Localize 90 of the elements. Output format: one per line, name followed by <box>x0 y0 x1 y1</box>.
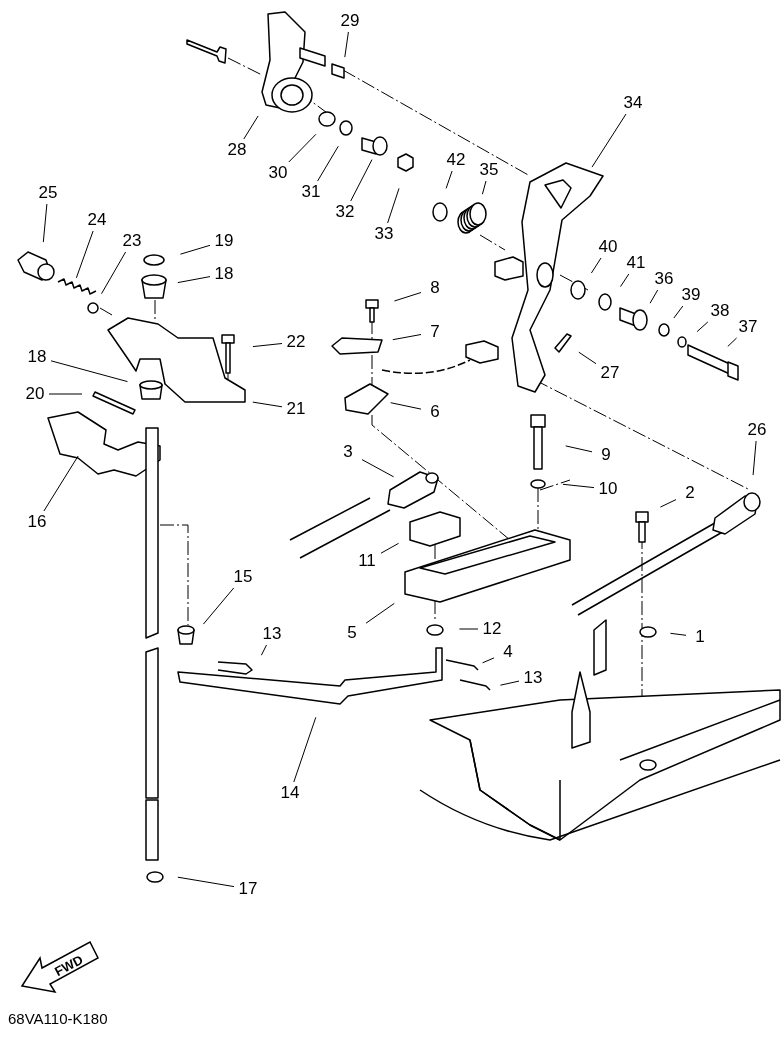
callout-number: 4 <box>496 643 520 661</box>
leader-line <box>499 680 520 686</box>
leader-line <box>202 587 235 625</box>
leader-line <box>42 203 48 243</box>
callout-number: 1 <box>688 628 712 646</box>
callout-number: 26 <box>745 421 769 439</box>
leader-line <box>75 230 94 279</box>
callout-number: 7 <box>423 323 447 341</box>
leader-line <box>752 440 757 476</box>
leader-line <box>590 257 602 274</box>
leader-line <box>252 343 283 348</box>
leader-line <box>393 292 422 302</box>
leader-line <box>392 334 422 341</box>
callout-number: 42 <box>444 151 468 169</box>
leader-line <box>179 244 211 255</box>
leader-line <box>565 445 593 453</box>
callout-number: 28 <box>225 141 249 159</box>
leader-line <box>43 455 79 512</box>
callout-number: 17 <box>236 880 260 898</box>
callout-number: 33 <box>372 225 396 243</box>
part-code: 68VA110-K180 <box>8 1010 108 1027</box>
callout-number: 18 <box>25 348 49 366</box>
direction-label: FWD <box>52 951 86 980</box>
leader-line <box>252 401 283 408</box>
callout-number: 15 <box>231 568 255 586</box>
callout-number: 29 <box>338 12 362 30</box>
callout-number: 18 <box>212 265 236 283</box>
callout-number: 14 <box>278 784 302 802</box>
leader-line <box>649 289 659 304</box>
leader-line <box>445 170 453 189</box>
callout-number: 24 <box>85 211 109 229</box>
callout-number: 11 <box>355 552 379 570</box>
callout-number: 31 <box>299 183 323 201</box>
callout-number: 16 <box>25 513 49 531</box>
leader-line <box>177 876 235 888</box>
callout-number: 35 <box>477 161 501 179</box>
callout-number: 21 <box>284 400 308 418</box>
leader-line <box>562 483 595 489</box>
callout-number: 20 <box>23 385 47 403</box>
leader-line <box>387 187 400 224</box>
callout-number: 22 <box>284 333 308 351</box>
callout-number: 13 <box>260 625 284 643</box>
leader-line <box>260 644 267 656</box>
callout-number: 27 <box>598 364 622 382</box>
callout-number: 23 <box>120 232 144 250</box>
callout-number: 39 <box>679 286 703 304</box>
leader-line <box>317 145 339 182</box>
leader-line <box>361 459 395 478</box>
callout-number: 40 <box>596 238 620 256</box>
callout-number: 30 <box>266 164 290 182</box>
leader-line <box>481 180 487 195</box>
callout-number: 25 <box>36 184 60 202</box>
leader-line <box>243 115 259 140</box>
callout-number: 19 <box>212 232 236 250</box>
leader-line <box>101 251 127 295</box>
leader-line <box>669 632 687 636</box>
leader-line <box>482 657 495 664</box>
leader-line <box>696 321 709 333</box>
leader-line <box>50 360 128 383</box>
leader-line <box>350 159 373 202</box>
callout-number: 37 <box>736 318 760 336</box>
callout-number: 8 <box>423 279 447 297</box>
leader-line <box>365 602 395 624</box>
callout-number: 3 <box>336 443 360 461</box>
callout-number: 6 <box>423 403 447 421</box>
leader-line <box>578 351 597 365</box>
leader-line <box>288 133 317 163</box>
callout-number: 41 <box>624 254 648 272</box>
leader-line <box>344 31 349 58</box>
callout-number: 2 <box>678 484 702 502</box>
leader-line <box>620 273 630 288</box>
callout-number: 36 <box>652 270 676 288</box>
leader-line <box>177 276 211 284</box>
callout-number: 12 <box>480 620 504 638</box>
callout-number: 32 <box>333 203 357 221</box>
callout-number: 38 <box>708 302 732 320</box>
callout-number: 13 <box>521 669 545 687</box>
leader-line <box>727 337 738 347</box>
leader-line <box>293 716 317 783</box>
callout-number: 34 <box>621 94 645 112</box>
callout-number: 10 <box>596 480 620 498</box>
leader-line <box>380 542 400 554</box>
leader-line <box>659 499 677 508</box>
leader-line <box>673 305 684 319</box>
callout-number: 5 <box>340 624 364 642</box>
callout-number: 9 <box>594 446 618 464</box>
leader-line <box>48 393 83 395</box>
leader-line <box>458 628 479 630</box>
leader-line <box>390 402 422 410</box>
leader-line <box>591 113 627 168</box>
